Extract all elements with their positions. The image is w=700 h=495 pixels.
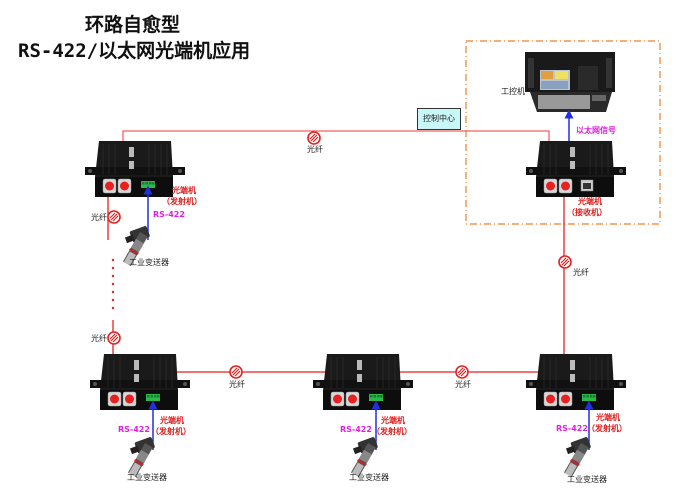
transmitter-name: 光端机 xyxy=(172,186,196,195)
continuation-dots xyxy=(111,258,115,310)
control-center-box: 控制中心 xyxy=(417,108,461,130)
rs422-label: RS-422 xyxy=(340,425,372,434)
industrial-transmitter-image xyxy=(127,436,156,478)
rs422-label: RS-422 xyxy=(153,210,185,219)
sensor-label: 工业变送器 xyxy=(567,475,607,484)
fiber-label: 光纤 xyxy=(455,380,471,389)
diagram-title-line2: RS-422/以太网光端机应用 xyxy=(18,40,251,62)
industrial-pc-label: 工控机 xyxy=(501,87,525,96)
fiber-icon xyxy=(107,210,121,224)
transmitter-name: 光端机 xyxy=(160,416,184,425)
fiber-icon xyxy=(107,331,121,345)
sensor-label: 工业变送器 xyxy=(127,473,167,482)
sensor-label: 工业变送器 xyxy=(129,258,169,267)
sensor-label: 工业变送器 xyxy=(349,473,389,482)
transmitter-role: （发射机） xyxy=(162,197,202,206)
receiver-name: 光端机 xyxy=(578,197,602,206)
fiber-label: 光纤 xyxy=(307,145,323,154)
rs422-label: RS-422 xyxy=(556,424,588,433)
ethernet-signal-label: 以太网信号 xyxy=(576,126,616,135)
fiber-label: 光纤 xyxy=(91,213,107,222)
transmitter-name: 光端机 xyxy=(381,416,405,425)
transmitter-device xyxy=(525,353,627,411)
fiber-icon xyxy=(307,131,321,145)
control-center-boundary xyxy=(465,40,661,225)
fiber-icon xyxy=(229,365,243,379)
receiver-role: （接收机） xyxy=(567,208,607,217)
fiber-label: 光纤 xyxy=(91,334,107,343)
transmitter-role: （发射机） xyxy=(151,427,191,436)
fiber-icon xyxy=(455,365,469,379)
transmitter-role: （发射机） xyxy=(372,427,412,436)
transmitter-device xyxy=(312,353,414,411)
transmitter-device xyxy=(89,353,191,411)
fiber-label: 光纤 xyxy=(573,268,589,277)
industrial-transmitter-image xyxy=(563,436,592,478)
industrial-pc-image xyxy=(525,52,615,112)
transmitter-role: （发射机） xyxy=(587,424,627,433)
fiber-label: 光纤 xyxy=(229,380,245,389)
rs422-arrows xyxy=(143,185,594,450)
transmitter-name: 光端机 xyxy=(596,413,620,422)
industrial-transmitter-image xyxy=(350,436,379,478)
diagram-title-line1: 环路自愈型 xyxy=(85,14,181,36)
fiber-icon xyxy=(558,255,572,269)
transmitter-device xyxy=(84,140,186,198)
receiver-device xyxy=(525,140,627,198)
rs422-label: RS-422 xyxy=(118,425,150,434)
